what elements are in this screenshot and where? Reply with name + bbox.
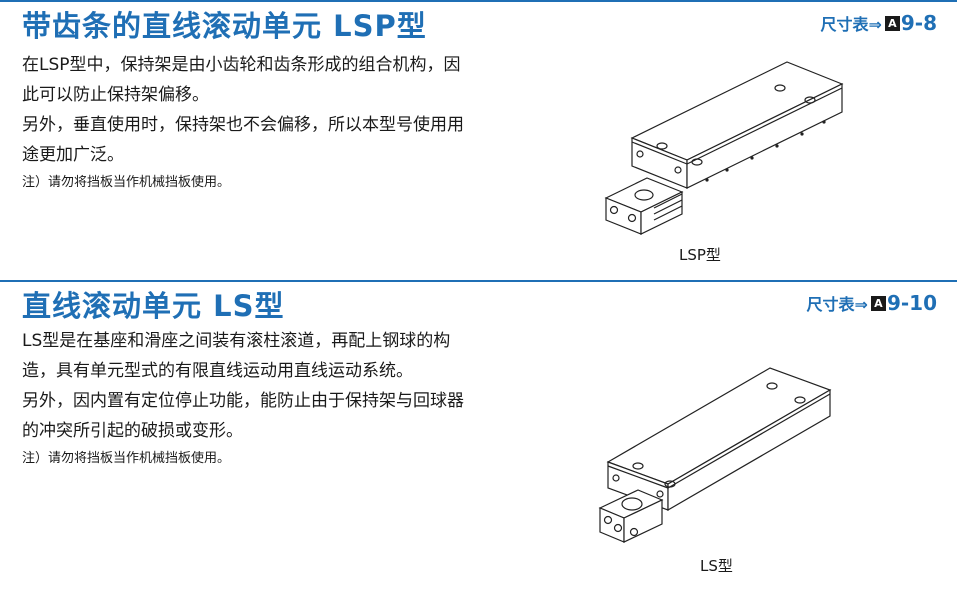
ls-unit-figure [598,367,832,543]
lsp-unit-figure [604,61,844,235]
paragraph: 在LSP型中，保持架是由小齿轮和齿条形成的组合机构，因此可以防止保持架偏移。 [22,55,461,105]
paragraph: 另外，因内置有定位停止功能，能防止由于保持架与回球器的冲突所引起的破损或变形。 [22,391,464,441]
section-title: 直线滚动单元 LS型 [22,289,285,323]
description: 在LSP型中，保持架是由小齿轮和齿条形成的组合机构，因此可以防止保持架偏移。 另… [22,50,472,196]
section-lsp: 带齿条的直线滚动单元 LSP型 尺寸表⇒ A 9-8 在LSP型中，保持架是由小… [0,0,957,265]
page-reference: 9-10 [886,291,937,315]
figure-caption: LSP型 [679,246,721,264]
a-badge-icon: A [870,295,886,311]
note-text: 注）请勿将挡板当作机械挡板使用。 [22,451,231,466]
section-title: 带齿条的直线滚动单元 LSP型 [22,9,427,43]
section-header: 直线滚动单元 LS型 尺寸表⇒ A 9-10 [0,280,957,324]
page-reference: 9-8 [900,11,937,35]
section-ls: 直线滚动单元 LS型 尺寸表⇒ A 9-10 LS型是在基座和滑座之间装有滚柱滚… [0,280,957,591]
dimension-table-link[interactable]: 尺寸表⇒ A 9-10 [806,291,937,315]
figure-caption: LS型 [700,557,733,575]
note-text: 注）请勿将挡板当作机械挡板使用。 [22,175,231,190]
a-badge-icon: A [884,15,900,31]
dimension-table-label: 尺寸表⇒ [806,295,868,314]
paragraph: LS型是在基座和滑座之间装有滚柱滚道，再配上钢球的构造，具有单元型式的有限直线运… [22,331,451,381]
paragraph: 另外，垂直使用时，保持架也不会偏移，所以本型号使用用途更加广泛。 [22,115,464,165]
dimension-table-link[interactable]: 尺寸表⇒ A 9-8 [820,11,937,35]
dimension-table-label: 尺寸表⇒ [820,15,882,34]
section-header: 带齿条的直线滚动单元 LSP型 尺寸表⇒ A 9-8 [0,0,957,44]
description: LS型是在基座和滑座之间装有滚柱滚道，再配上钢球的构造，具有单元型式的有限直线运… [22,326,472,472]
